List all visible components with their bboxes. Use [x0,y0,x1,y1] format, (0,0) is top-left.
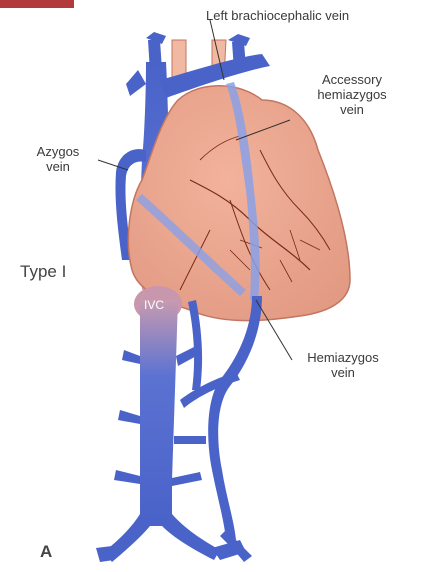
hemiazygos-branch [180,372,240,408]
iliac-veins [104,514,220,562]
label-type: Type I [20,262,66,281]
label-left-brachiocephalic-vein: Left brachiocephalic vein [206,8,349,23]
label-azygos-vein: Azygos vein [18,144,98,174]
label-panel-a: A [40,542,52,561]
inferior-vena-cava [140,300,178,520]
label-hemiazygos-vein: Hemiazygos vein [288,350,398,380]
right-iliac-tail [96,546,114,562]
label-accessory-hemiazygos-vein: Accessory hemiazygos vein [292,72,412,117]
hemiazygos-vein [208,296,262,540]
label-ivc: IVC [144,298,164,313]
